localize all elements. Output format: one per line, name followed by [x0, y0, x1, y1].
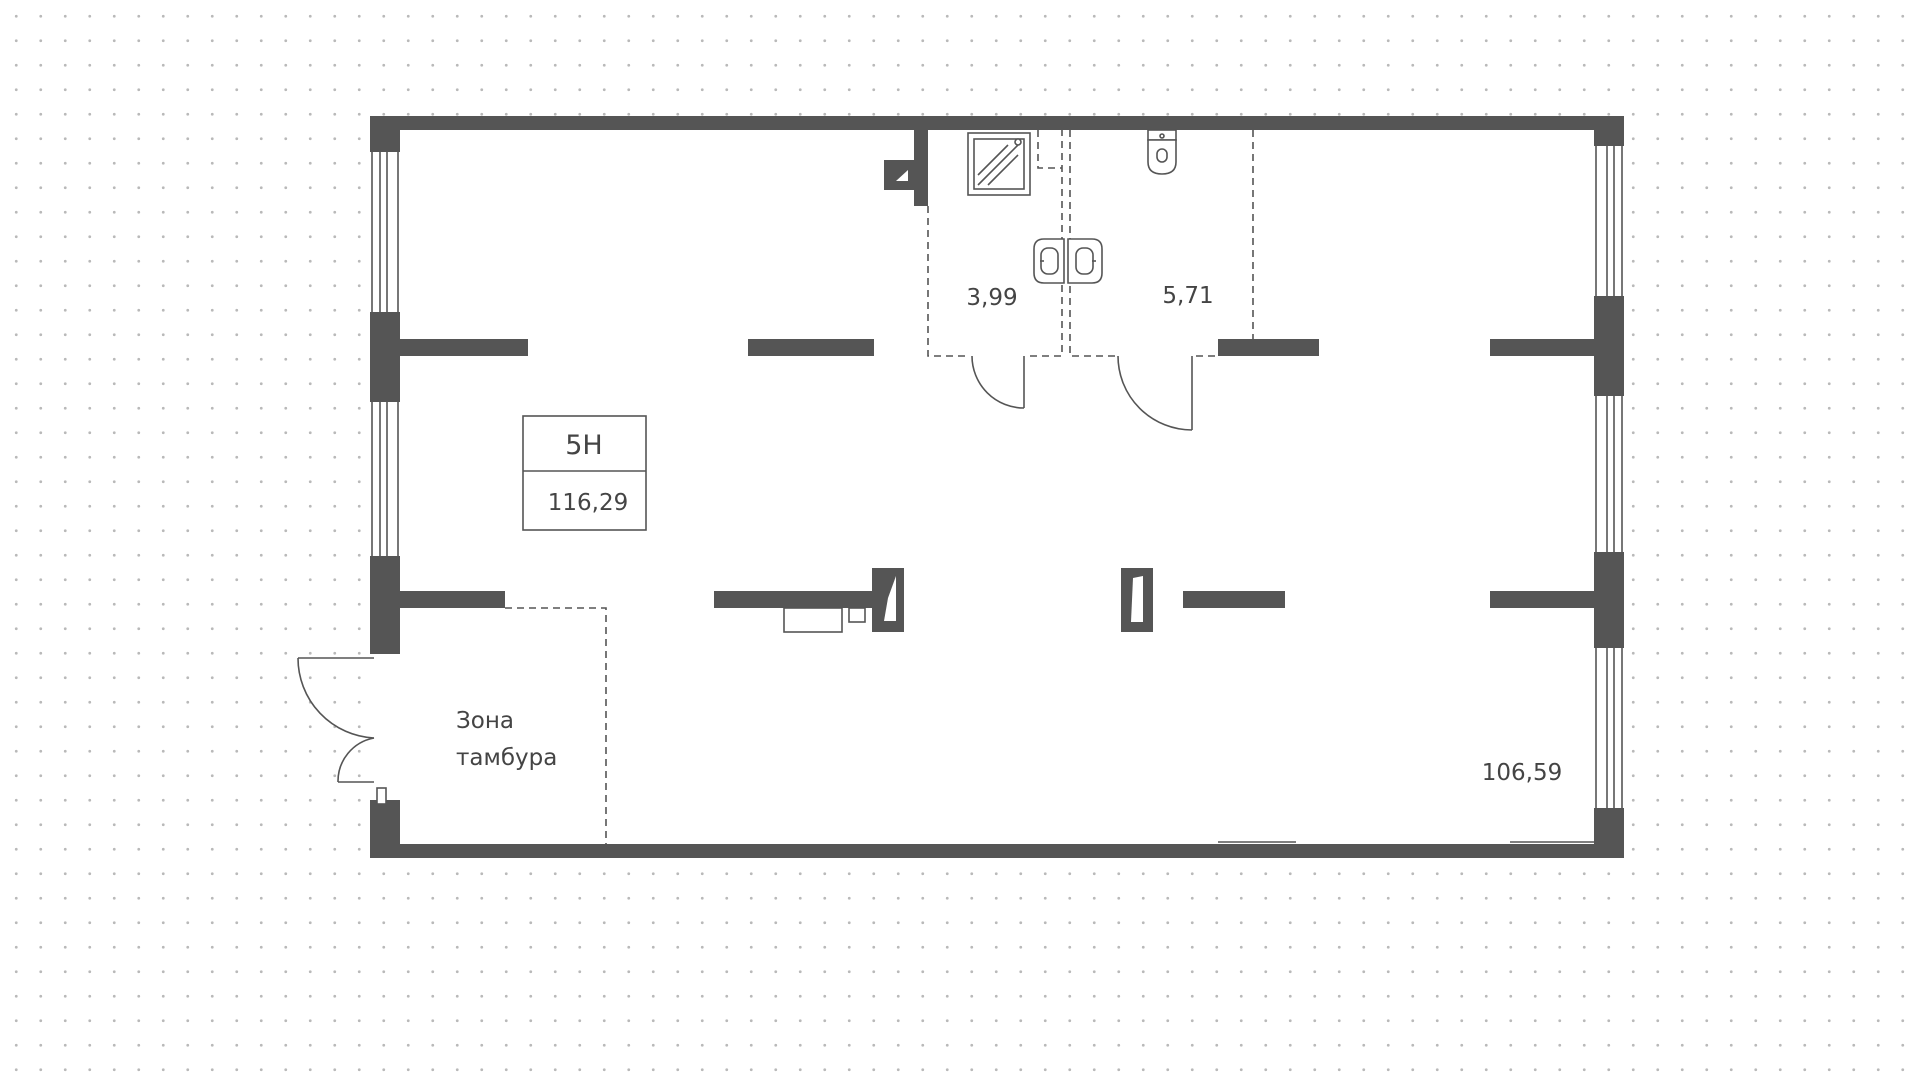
- double-sink: [1033, 238, 1103, 284]
- outer-walls: [370, 116, 1624, 858]
- column-top-left: [884, 160, 914, 190]
- wall-left-pier-1: [370, 116, 400, 152]
- doors: [297, 355, 1193, 806]
- room-area-shower: 3,99: [966, 285, 1017, 311]
- beam-lower-right: [1490, 591, 1596, 608]
- beam-upper-mid: [748, 339, 874, 356]
- wall-top: [370, 116, 1624, 130]
- window-right-3: [1595, 648, 1623, 808]
- utility-fixtures: [783, 607, 866, 633]
- beam-upper-left: [398, 339, 528, 356]
- entrance-double-door: [297, 648, 400, 806]
- shower-drain-line: [1037, 130, 1062, 169]
- wall-right-pier-1: [1594, 116, 1624, 146]
- beam-upper-right: [1490, 339, 1596, 356]
- wc-room-partition: [1069, 130, 1254, 357]
- windows: [371, 146, 1623, 843]
- radiator-box: [783, 607, 843, 633]
- riser-box: [848, 607, 866, 623]
- unit-code: 5Н: [565, 430, 602, 461]
- wall-right-pier-4: [1594, 808, 1624, 858]
- window-right-2: [1595, 396, 1623, 552]
- beam-lower-center: [1183, 591, 1285, 608]
- window-right-1: [1595, 146, 1623, 296]
- beam-lower-left: [398, 591, 505, 608]
- beam-lower-mid: [714, 591, 874, 608]
- unit-label: 5Н 116,29: [522, 415, 647, 531]
- unit-label-box: [522, 415, 647, 531]
- wet-rooms: [914, 129, 1254, 357]
- columns: [872, 160, 1153, 632]
- room-area-main-hall: 106,59: [1482, 760, 1562, 786]
- wall-left-pier-4: [370, 806, 400, 858]
- door-shower-room: [971, 355, 1025, 409]
- wall-left-pier-2: [370, 312, 400, 402]
- window-left-1: [371, 152, 399, 312]
- wet-room-wall-stub: [914, 130, 928, 206]
- shower-tray: [967, 132, 1031, 196]
- wall-right-pier-2: [1594, 296, 1624, 396]
- vestibule-zone-boundary: [505, 607, 607, 844]
- wall-bottom: [370, 844, 1624, 858]
- beam-upper-right-center: [1218, 339, 1319, 356]
- interior-beams: [398, 339, 1596, 608]
- room-area-wc: 5,71: [1162, 283, 1213, 309]
- vestibule-label-line1: Зона: [456, 708, 514, 734]
- wall-right-pier-3: [1594, 552, 1624, 648]
- window-left-2: [371, 402, 399, 556]
- unit-total-area: 116,29: [548, 490, 628, 516]
- toilet-fixture: [1147, 129, 1177, 175]
- wall-left-pier-3: [370, 556, 400, 648]
- door-wc-room: [1117, 355, 1193, 431]
- vestibule-label-line2: тамбура: [456, 745, 557, 771]
- shower-room-partition: [927, 130, 1063, 357]
